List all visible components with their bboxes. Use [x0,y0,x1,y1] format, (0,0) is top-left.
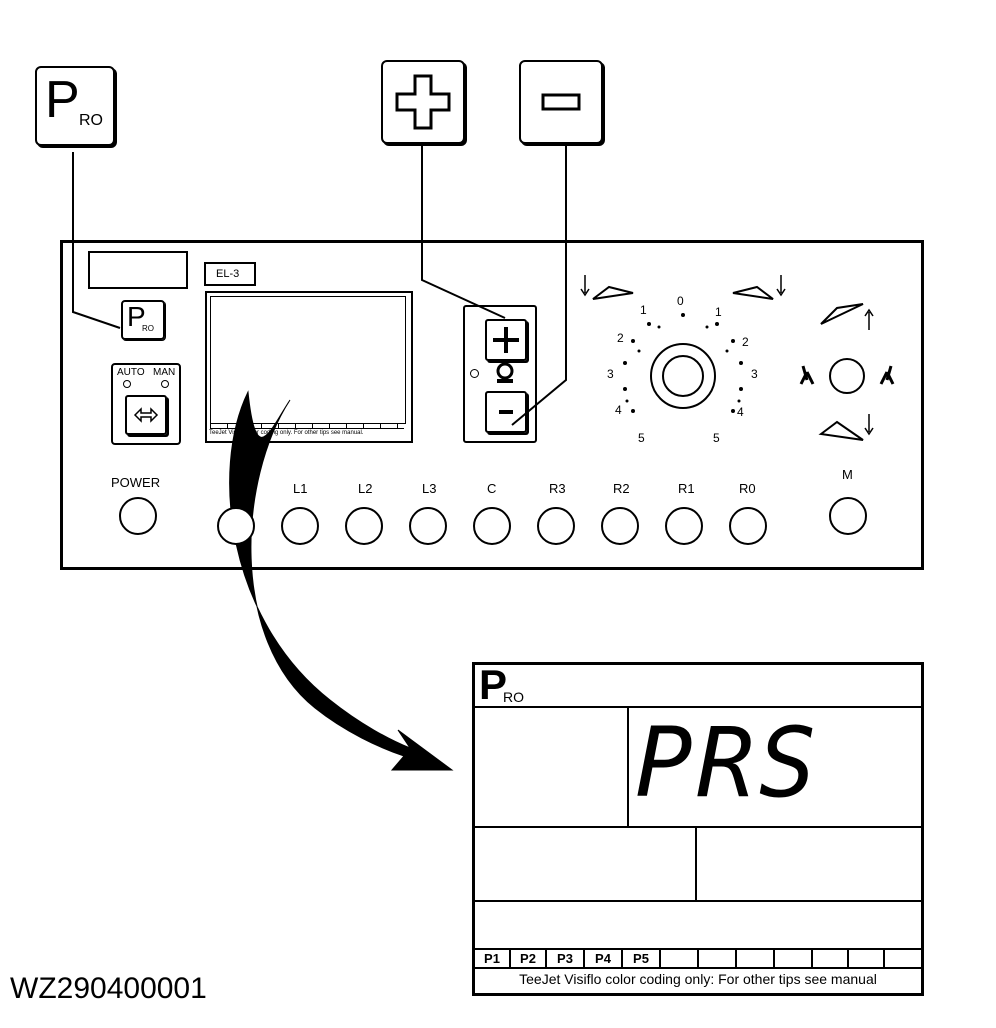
mode-button[interactable] [829,497,867,535]
plus-icon [395,74,451,130]
section-button-r1[interactable] [665,507,703,545]
panel-minus-key[interactable] [485,391,527,433]
indicator-led [470,369,479,378]
dial-right-3: 3 [751,367,758,381]
auto-label: AUTO [117,367,145,378]
dial-left-1: 1 [640,303,647,317]
mini-lcd-caption: TeeJet Visiflo color coding only. For ot… [209,430,364,436]
pro-key-p: P [45,71,80,129]
dial-right-1: 1 [715,305,722,319]
pressure-icon [496,362,514,383]
rate-key-block [463,305,537,443]
tip-cell-p4: P4 [585,950,623,967]
dial-right-2: 2 [742,335,749,349]
mini-lcd: TeeJet Visiflo color coding only. For ot… [205,291,413,443]
tip-cell-7 [699,950,737,967]
boom-control [799,303,895,441]
label-plate [88,251,188,289]
panel-pro-key[interactable]: P RO [121,300,165,340]
section-label-r3: R3 [549,481,566,496]
section-button-l0[interactable] [217,507,255,545]
toggle-button[interactable] [125,395,167,435]
dial-left-2: 2 [617,331,624,345]
figure-id: WZ290400001 [10,972,207,1005]
section-label-l1: L1 [293,481,308,496]
left-boom-arrow-icon [592,285,634,300]
section-button-l2[interactable] [345,507,383,545]
display-readout: PRS [635,707,821,819]
tip-cell-9 [775,950,813,967]
console-panel: EL-3 P RO AUTO MAN TeeJet Visiflo color … [60,240,924,570]
tip-cell-10 [813,950,849,967]
power-label: POWER [111,475,161,490]
dial-right-5: 5 [713,431,720,445]
nozzle-right-icon [879,365,895,385]
dial-dots [623,313,743,413]
man-led [161,380,169,388]
tip-cell-6 [661,950,699,967]
section-label-r2: R2 [613,481,630,496]
mini-lcd-tip-row [210,423,404,429]
pro-key-ro: RO [79,112,103,129]
section-button-l3[interactable] [409,507,447,545]
dial-zero: 0 [677,294,684,308]
tip-cell-8 [737,950,775,967]
section-button-r0[interactable] [729,507,767,545]
pro-leader-line [72,152,121,329]
boom-down-arrow-icon [818,420,864,441]
panel-plus-key[interactable] [485,319,527,361]
panel-minus-icon [499,410,513,414]
section-label-r1: R1 [678,481,695,496]
right-boom-arrow-icon [732,285,774,300]
minus-key[interactable] [519,60,603,144]
boom-up-arrow-icon [820,303,864,325]
dial-left-4: 4 [615,403,622,417]
section-button-l1[interactable] [281,507,319,545]
section-button-r2[interactable] [601,507,639,545]
tip-cell-p5: P5 [623,950,661,967]
auto-man-switch[interactable]: AUTO MAN [111,363,181,445]
zoom-arrow [229,390,454,771]
tip-cell-12 [885,950,921,967]
minus-icon [541,93,581,111]
section-label-l3: L3 [422,481,437,496]
tip-cell-p3: P3 [547,950,585,967]
section-dial [580,275,786,413]
tip-cell-p1: P1 [475,950,511,967]
display-pro-p: P [479,661,508,708]
power-button[interactable] [119,497,157,535]
nozzle-left-icon [799,365,815,385]
section-label-l2: L2 [358,481,373,496]
tip-cell-p2: P2 [511,950,547,967]
section-label-r0: R0 [739,481,756,496]
dial-knob [662,355,704,397]
mode-label: M [842,467,853,482]
model-label: EL-3 [216,268,240,280]
display-footer: TeeJet Visiflo color coding only: For ot… [519,971,877,987]
minus-leader-line [511,142,567,426]
plus-key[interactable] [381,60,465,144]
section-button-r3[interactable] [537,507,575,545]
pro-key[interactable]: P RO [35,66,115,146]
left-right-arrow-icon [133,407,159,423]
model-tag: EL-3 [204,262,256,286]
panel-plus-icon [493,327,519,353]
panel-pro-p: P [127,301,146,332]
section-button-c[interactable] [473,507,511,545]
auto-led [123,380,131,388]
boom-knob [829,358,865,394]
tip-cell-11 [849,950,885,967]
dial-right-4: 4 [737,405,744,419]
section-label-c: C [487,481,497,496]
expanded-display: P RO PRS P1 P2 P3 P4 P5 TeeJet Visiflo c… [472,661,924,996]
panel-pro-ro: RO [142,324,154,333]
dial-left-3: 3 [607,367,614,381]
dial-left-5: 5 [638,431,645,445]
section-label-l0: L0 [229,481,244,496]
tip-row: P1 P2 P3 P4 P5 [475,950,921,969]
man-label: MAN [153,367,176,378]
display-pro-ro: RO [503,689,524,705]
